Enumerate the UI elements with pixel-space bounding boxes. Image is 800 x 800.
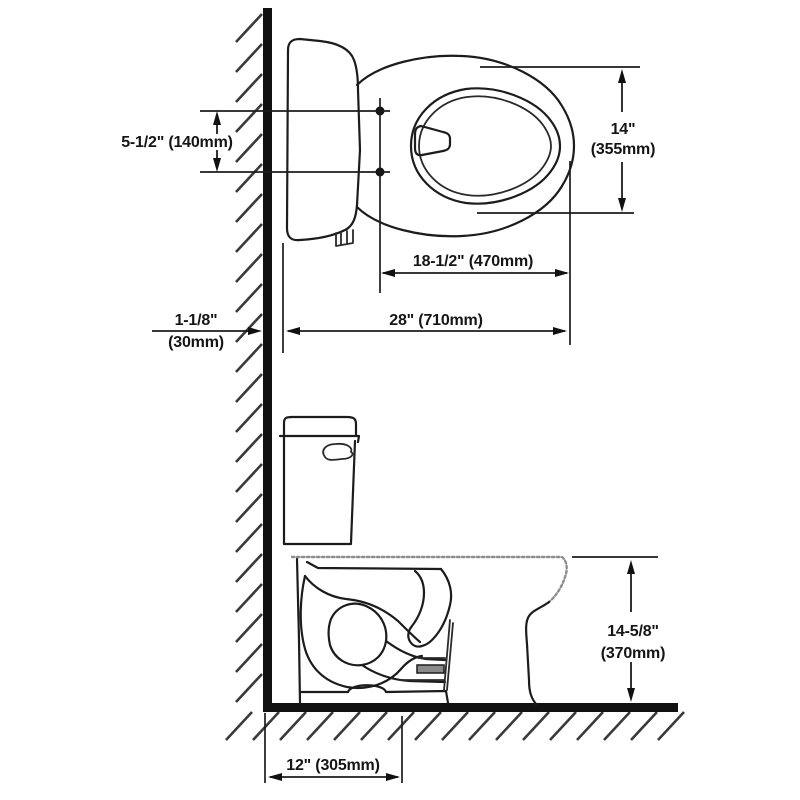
hatch-stroke (235, 673, 263, 703)
arrowhead-down (627, 688, 635, 702)
hatch-stroke (630, 711, 658, 741)
rim-height-metric-label: (370mm) (601, 645, 665, 662)
floor-section (225, 703, 685, 741)
hatch-stroke (235, 283, 263, 313)
hatch-stroke (235, 583, 263, 613)
bowl-width-imperial-label: 14" (611, 121, 636, 138)
dim-seat-length: 18-1/2" (470mm) (379, 98, 571, 345)
seat-opening (409, 87, 562, 205)
arrowhead-right (553, 327, 567, 335)
wall-line (263, 8, 272, 712)
hatch-stroke (603, 711, 631, 741)
hatch-stroke (235, 493, 263, 523)
hatch-stroke (522, 711, 550, 741)
wall-gap-imperial-label: 1-1/8" (175, 312, 218, 329)
tank-lid-line (278, 434, 361, 444)
hatch-stroke (235, 463, 263, 493)
hatch-stroke (235, 43, 263, 73)
hatch-stroke (235, 433, 263, 463)
seat-length-label: 18-1/2" (470mm) (413, 253, 533, 270)
floor-hatching (225, 711, 685, 741)
bowl-rim-inner-line (418, 95, 552, 197)
hatch-stroke (252, 711, 280, 741)
dim-bowl-width: 14" (355mm) (477, 66, 655, 214)
rough-in-label: 12" (305mm) (286, 757, 379, 774)
wall-section (235, 8, 272, 712)
arrowhead-left (268, 773, 282, 781)
dim-wall-gap: 1-1/8" (30mm) (152, 312, 262, 351)
hatch-stroke (235, 613, 263, 643)
hatch-stroke (549, 711, 577, 741)
under-rim-line (305, 560, 443, 571)
overall-depth-label: 28" (710mm) (389, 312, 482, 329)
arrowhead-up (213, 111, 221, 125)
trapway-outer-wall (299, 574, 424, 690)
arrowhead-left (286, 327, 300, 335)
hatch-stroke (235, 253, 263, 283)
flush-handle-plan (335, 229, 354, 247)
hatch-stroke (414, 711, 442, 741)
plan-view (200, 37, 576, 247)
tank-outline-side (282, 415, 358, 546)
outlet-pipe-lines (399, 619, 454, 691)
bowl-back-edge (295, 557, 302, 705)
hatch-stroke (306, 711, 334, 741)
dim-overall-depth: 28" (710mm) (282, 243, 567, 353)
base-bottom-line (298, 684, 450, 705)
outlet-seal-bar (416, 664, 445, 674)
hatch-stroke (468, 711, 496, 741)
arrowhead-right (248, 327, 262, 335)
tank-outline-plan (285, 37, 362, 242)
seat-outline (355, 54, 576, 238)
hatch-stroke (235, 103, 263, 133)
trapway-upper-wall (303, 574, 422, 644)
hatch-stroke (279, 711, 307, 741)
hatch-stroke (235, 193, 263, 223)
hatch-stroke (225, 711, 253, 741)
hatch-stroke (576, 711, 604, 741)
hatch-stroke (657, 711, 685, 741)
hatch-stroke (235, 223, 263, 253)
arrowhead-up (627, 560, 635, 574)
arrowhead-right (555, 269, 569, 277)
hatch-stroke (360, 711, 388, 741)
wall-gap-metric-label: (30mm) (168, 334, 224, 351)
bowl-front-upper (547, 555, 568, 604)
bowl-front-profile (525, 600, 551, 706)
hatch-stroke (441, 711, 469, 741)
dim-rough-in: 12" (305mm) (264, 713, 403, 783)
hatch-stroke (235, 13, 263, 43)
trapway-inner-loop (327, 602, 447, 684)
arrowhead-right (386, 773, 400, 781)
arrowhead-up (618, 69, 626, 83)
arrowhead-down (618, 198, 626, 212)
seat-post-spacing-label: 5-1/2" (140mm) (121, 134, 233, 151)
water-spot (413, 124, 452, 157)
trapway-funnel (407, 567, 453, 648)
hatch-stroke (235, 163, 263, 193)
side-view (278, 415, 568, 706)
bowl-width-metric-label: (355mm) (591, 141, 655, 158)
hatch-stroke (333, 711, 361, 741)
hatch-stroke (235, 553, 263, 583)
hatch-stroke (235, 133, 263, 163)
rim-height-imperial-label: 14-5/8" (607, 623, 659, 640)
hatch-stroke (387, 711, 415, 741)
hatch-stroke (235, 403, 263, 433)
hatch-stroke (235, 523, 263, 553)
dim-seat-post-spacing: 5-1/2" (140mm) (121, 111, 233, 172)
hatch-stroke (235, 373, 263, 403)
arrowhead-left (381, 269, 395, 277)
dim-rim-height: 14-5/8" (370mm) (572, 556, 665, 702)
hatch-stroke (235, 343, 263, 373)
hatch-stroke (235, 643, 263, 673)
arrowhead-down (213, 158, 221, 172)
wall-hatching (235, 13, 263, 703)
hatch-stroke (495, 711, 523, 741)
flush-lever (322, 442, 354, 461)
floor-line (263, 703, 678, 712)
hatch-stroke (235, 73, 263, 103)
